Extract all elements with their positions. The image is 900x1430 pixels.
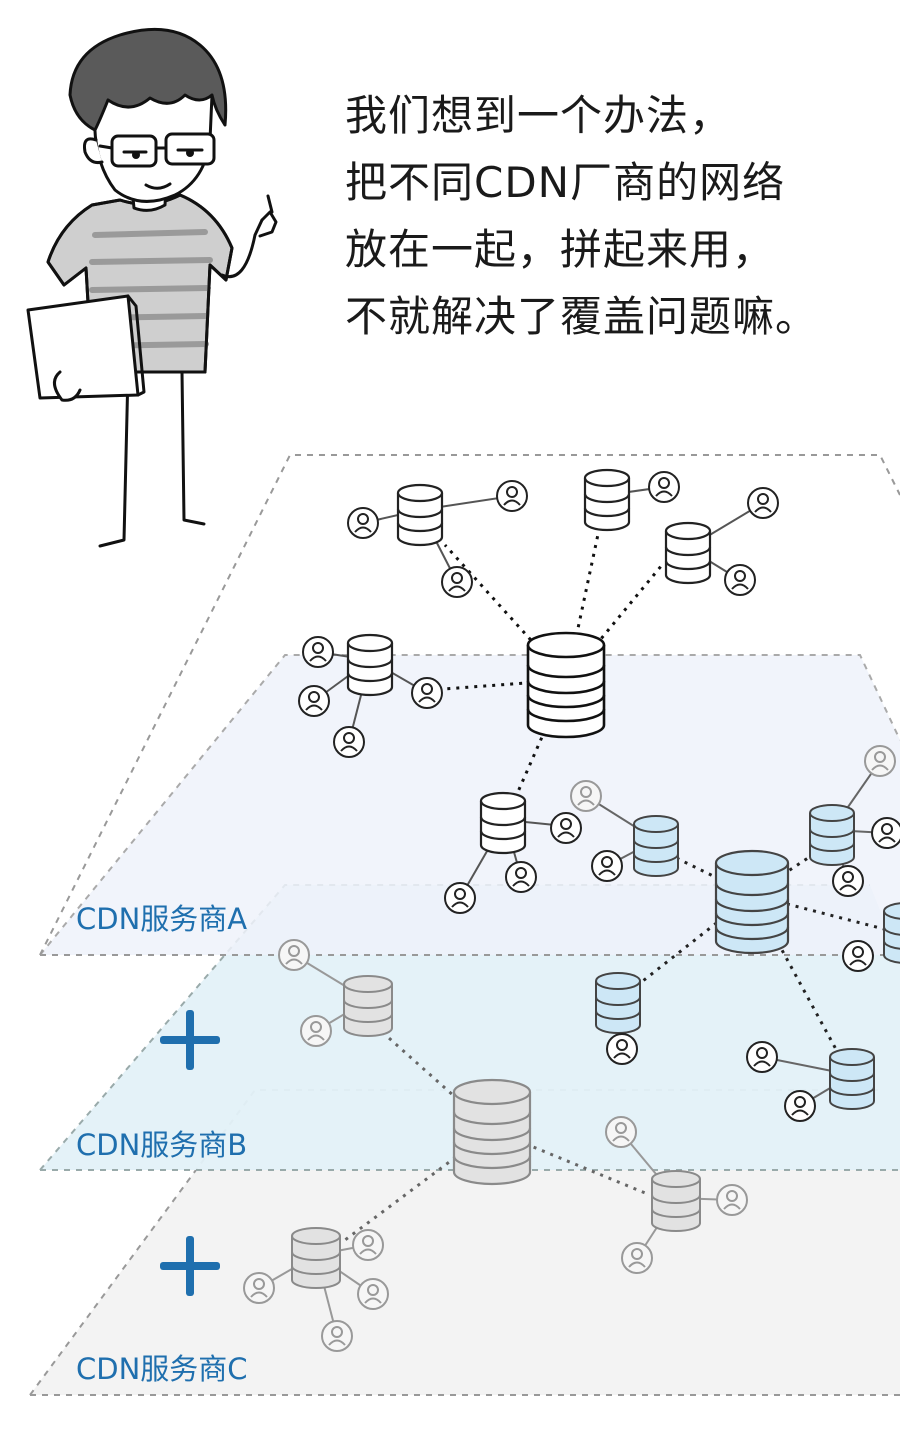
server-icon: [479, 791, 527, 855]
main-server-a-icon: [526, 631, 606, 739]
user-icon: [333, 726, 365, 758]
server-icon: [809, 804, 855, 866]
layer-a-plane: [39, 454, 900, 956]
user-icon: [357, 1278, 389, 1310]
server-icon: [633, 815, 679, 877]
user-icon: [605, 1116, 637, 1148]
user-icon: [871, 817, 900, 849]
user-icon: [347, 507, 379, 539]
user-icon: [570, 780, 602, 812]
layer-c-label: CDN服务商C: [76, 1352, 248, 1386]
server-icon: [346, 633, 394, 697]
server-icon: [664, 521, 712, 585]
user-icon: [278, 939, 310, 971]
layer-b-label: CDN服务商B: [76, 1128, 248, 1162]
user-icon: [716, 1184, 748, 1216]
user-icon: [591, 850, 623, 882]
server-icon: [291, 1227, 341, 1289]
user-icon: [321, 1320, 353, 1352]
character-illustration: [26, 27, 278, 548]
user-icon: [864, 745, 896, 777]
user-icon: [300, 1015, 332, 1047]
speech-line-3: 放在一起，拼起来用，: [345, 225, 776, 274]
user-icon: [621, 1242, 653, 1274]
layer-a-label: CDN服务商A: [76, 902, 248, 936]
user-icon: [302, 636, 334, 668]
user-icon: [298, 685, 330, 717]
user-icon: [496, 480, 528, 512]
user-icon: [352, 1229, 384, 1261]
server-icon: [595, 972, 641, 1034]
network-b: [570, 745, 900, 1122]
server-icon: [651, 1170, 701, 1232]
server-icon: [343, 975, 393, 1037]
user-icon: [648, 471, 680, 503]
user-icon: [724, 564, 756, 596]
user-icon: [747, 487, 779, 519]
network-c: [243, 939, 748, 1352]
server-icon: [883, 902, 900, 964]
user-icon: [842, 940, 874, 972]
user-icon: [505, 861, 537, 893]
plus-icon: [160, 1010, 220, 1070]
server-icon: [396, 483, 444, 547]
network-a: [298, 468, 779, 914]
user-icon: [832, 865, 864, 897]
user-icon: [784, 1090, 816, 1122]
server-icon: [829, 1048, 875, 1110]
user-icon: [441, 566, 473, 598]
speech-text: 我们想到一个办法， 把不同CDN厂商的网络 放在一起，拼起来用， 不就解决了覆盖…: [345, 82, 885, 350]
user-icon: [243, 1272, 275, 1304]
user-icon: [550, 812, 582, 844]
speech-line-1: 我们想到一个办法，: [345, 91, 733, 140]
user-icon: [746, 1041, 778, 1073]
user-icon: [444, 882, 476, 914]
server-icon: [583, 468, 631, 532]
plus-icon: [160, 1236, 220, 1296]
speech-line-2: 把不同CDN厂商的网络: [345, 158, 786, 207]
main-server-b-icon: [714, 849, 790, 955]
user-icon: [411, 677, 443, 709]
main-server-c-icon: [452, 1078, 532, 1186]
speech-line-4: 不就解决了覆盖问题嘛。: [345, 292, 819, 341]
user-icon: [606, 1033, 638, 1065]
